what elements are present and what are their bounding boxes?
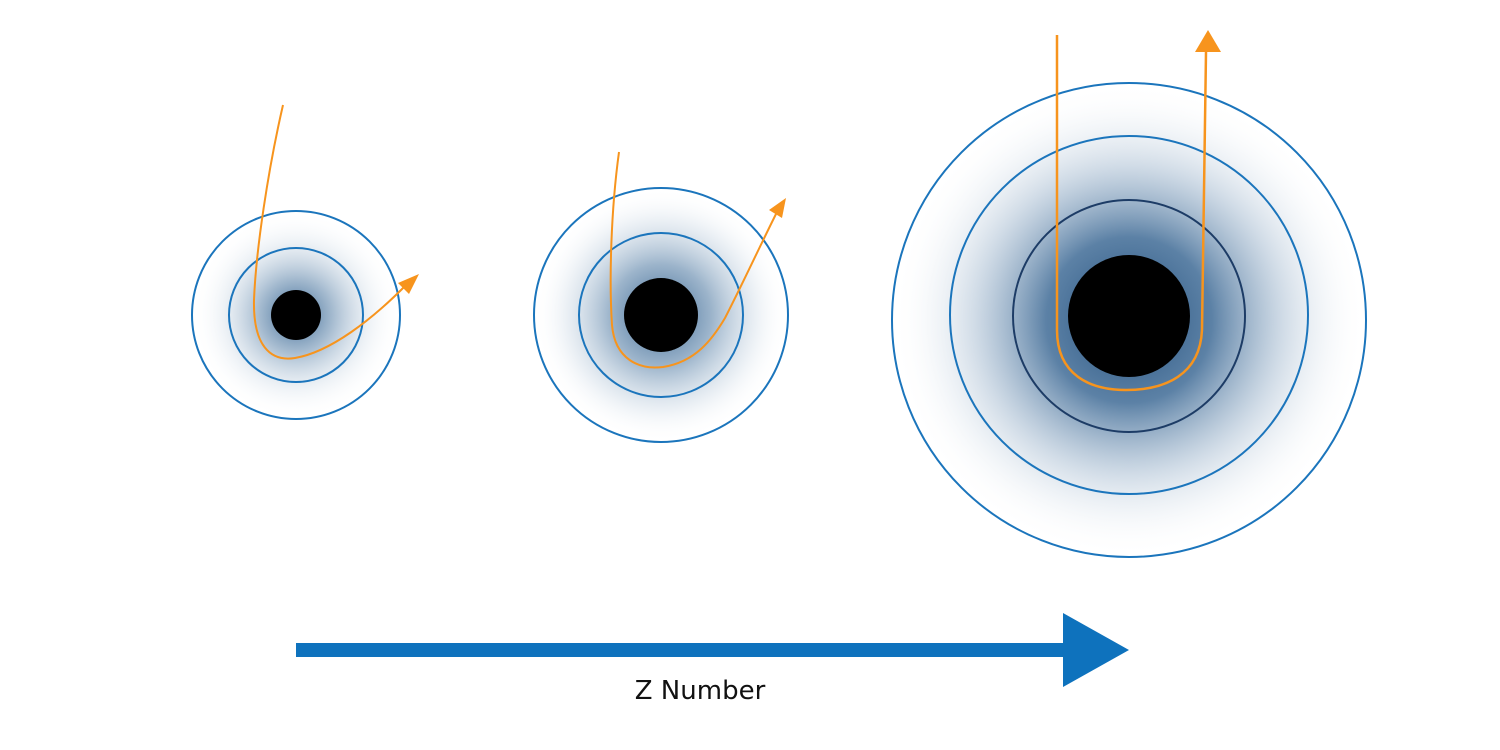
nucleus — [624, 278, 698, 352]
atom-medium — [533, 151, 789, 443]
particle-trajectory — [609, 151, 778, 369]
z-number-label: Z Number — [634, 676, 766, 706]
trajectory-arrowhead — [398, 274, 419, 294]
axis-arrow-head — [1063, 613, 1129, 687]
z-number-axis-arrow — [296, 613, 1129, 687]
particle-trajectory — [252, 104, 409, 360]
outer-shell — [191, 210, 401, 420]
outer-shell — [533, 187, 789, 443]
outer-shell — [891, 82, 1367, 558]
atom-large — [891, 30, 1367, 558]
middle-shell — [949, 135, 1309, 495]
particle-trajectory — [1055, 35, 1208, 392]
inner-shell — [578, 232, 744, 398]
inner-shell — [1012, 199, 1246, 433]
nucleus — [1068, 255, 1190, 377]
inner-shell — [228, 247, 364, 383]
nucleus — [271, 290, 321, 340]
axis-arrow-shaft — [296, 643, 1068, 657]
atom-small — [191, 104, 419, 420]
trajectory-arrowhead — [1195, 30, 1221, 52]
trajectory-arrowhead — [769, 198, 786, 218]
